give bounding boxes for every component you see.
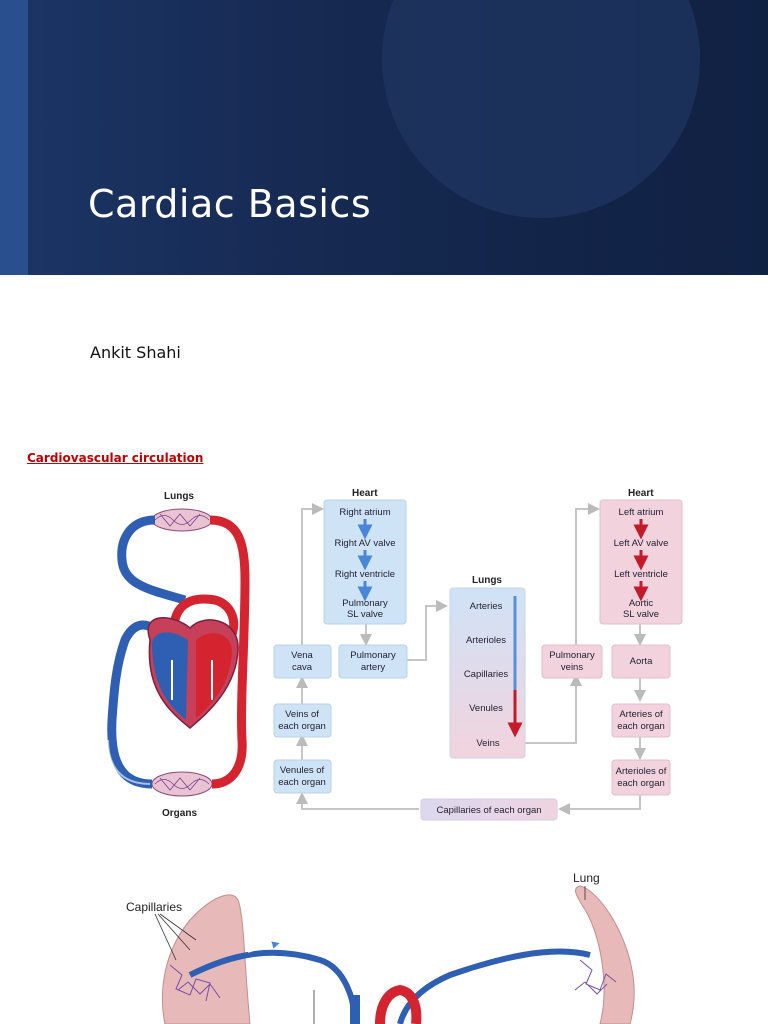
svg-text:Veins of: Veins of xyxy=(285,709,319,720)
svg-text:Aorta: Aorta xyxy=(630,656,653,667)
aortic-sl-valve-label-1: Aortic xyxy=(629,598,654,609)
banner-accent-bar xyxy=(0,0,28,275)
vena-cava-box: Vena cava xyxy=(273,644,332,679)
circulation-diagram: Lungs Organs Heart xyxy=(107,488,683,821)
svg-text:each organ: each organ xyxy=(278,777,326,788)
svg-text:artery: artery xyxy=(361,662,386,673)
author-name: Ankit Shahi xyxy=(90,343,181,362)
left-atrium-label: Left atrium xyxy=(619,507,664,518)
lungs-veins: Veins xyxy=(476,738,499,749)
pulmonary-artery-box: Pulmonary artery xyxy=(338,644,408,679)
right-av-valve-label: Right AV valve xyxy=(334,538,395,549)
venules-of-each-organ-box: Venules of each organ xyxy=(273,759,332,794)
svg-text:Capillaries of each organ: Capillaries of each organ xyxy=(436,805,541,816)
svg-text:each organ: each organ xyxy=(617,721,665,732)
right-lung-shape xyxy=(575,885,635,1024)
svg-text:Pulmonary: Pulmonary xyxy=(350,650,396,661)
lungs-box: Lungs Arteries Arterioles Capillaries Ve… xyxy=(449,575,526,759)
heart-left-header: Heart xyxy=(352,488,378,499)
lungs-arterioles: Arterioles xyxy=(466,635,506,646)
veins-of-each-organ-box: Veins of each organ xyxy=(273,703,332,738)
left-lung-shape xyxy=(161,894,251,1024)
title-banner: Cardiac Basics xyxy=(0,0,768,275)
pulmonary-sl-valve-label-1: Pulmonary xyxy=(342,598,388,609)
heart-circulation-illustration: Lungs Organs xyxy=(107,491,250,819)
lungs-header: Lungs xyxy=(472,575,502,586)
label-organs: Organs xyxy=(162,808,197,819)
arterioles-of-each-organ-box: Arterioles of each organ xyxy=(611,759,671,796)
svg-text:veins: veins xyxy=(561,662,583,673)
heart-right-header: Heart xyxy=(628,488,654,499)
pulmonary-circulation-figure: Capillaries Lung xyxy=(126,871,635,1024)
label-capillaries: Capillaries xyxy=(126,900,182,914)
left-heart-box: Heart Left atrium Left AV valve Left ven… xyxy=(599,488,683,625)
aorta-vessel xyxy=(375,984,422,1024)
pulmonary-sl-valve-label-2: SL valve xyxy=(347,609,383,620)
right-ventricle-label: Right ventricle xyxy=(335,569,395,580)
lungs-venules: Venules xyxy=(469,703,503,714)
left-av-valve-label: Left AV valve xyxy=(614,538,669,549)
lungs-capillaries: Capillaries xyxy=(464,669,509,680)
pulmonary-veins-box: Pulmonary veins xyxy=(541,644,603,679)
aorta-box: Aorta xyxy=(611,644,671,679)
label-lungs-left: Lungs xyxy=(164,491,194,502)
svg-text:Arteries of: Arteries of xyxy=(619,709,663,720)
arteries-of-each-organ-box: Arteries of each organ xyxy=(611,703,671,738)
svg-text:each organ: each organ xyxy=(278,721,326,732)
capillaries-of-each-organ-box: Capillaries of each organ xyxy=(420,798,558,821)
svg-text:Arterioles of: Arterioles of xyxy=(616,766,667,777)
svg-text:Vena: Vena xyxy=(291,650,313,661)
pulmonary-vessel-right xyxy=(397,948,591,1024)
svg-text:Pulmonary: Pulmonary xyxy=(549,650,595,661)
svg-text:each organ: each organ xyxy=(617,778,665,789)
right-atrium-label: Right atrium xyxy=(339,507,390,518)
right-heart-box: Heart Right atrium Right AV valve Right … xyxy=(323,488,407,625)
flow-arrows xyxy=(296,503,646,815)
left-ventricle-label: Left ventricle xyxy=(614,569,668,580)
section-heading: Cardiovascular circulation xyxy=(27,451,204,465)
svg-text:cava: cava xyxy=(292,662,313,673)
aortic-sl-valve-label-2: SL valve xyxy=(623,609,659,620)
svg-text:Venules of: Venules of xyxy=(280,765,325,776)
label-lung: Lung xyxy=(573,871,600,885)
lungs-arteries: Arteries xyxy=(470,601,503,612)
slide-title: Cardiac Basics xyxy=(88,182,372,226)
